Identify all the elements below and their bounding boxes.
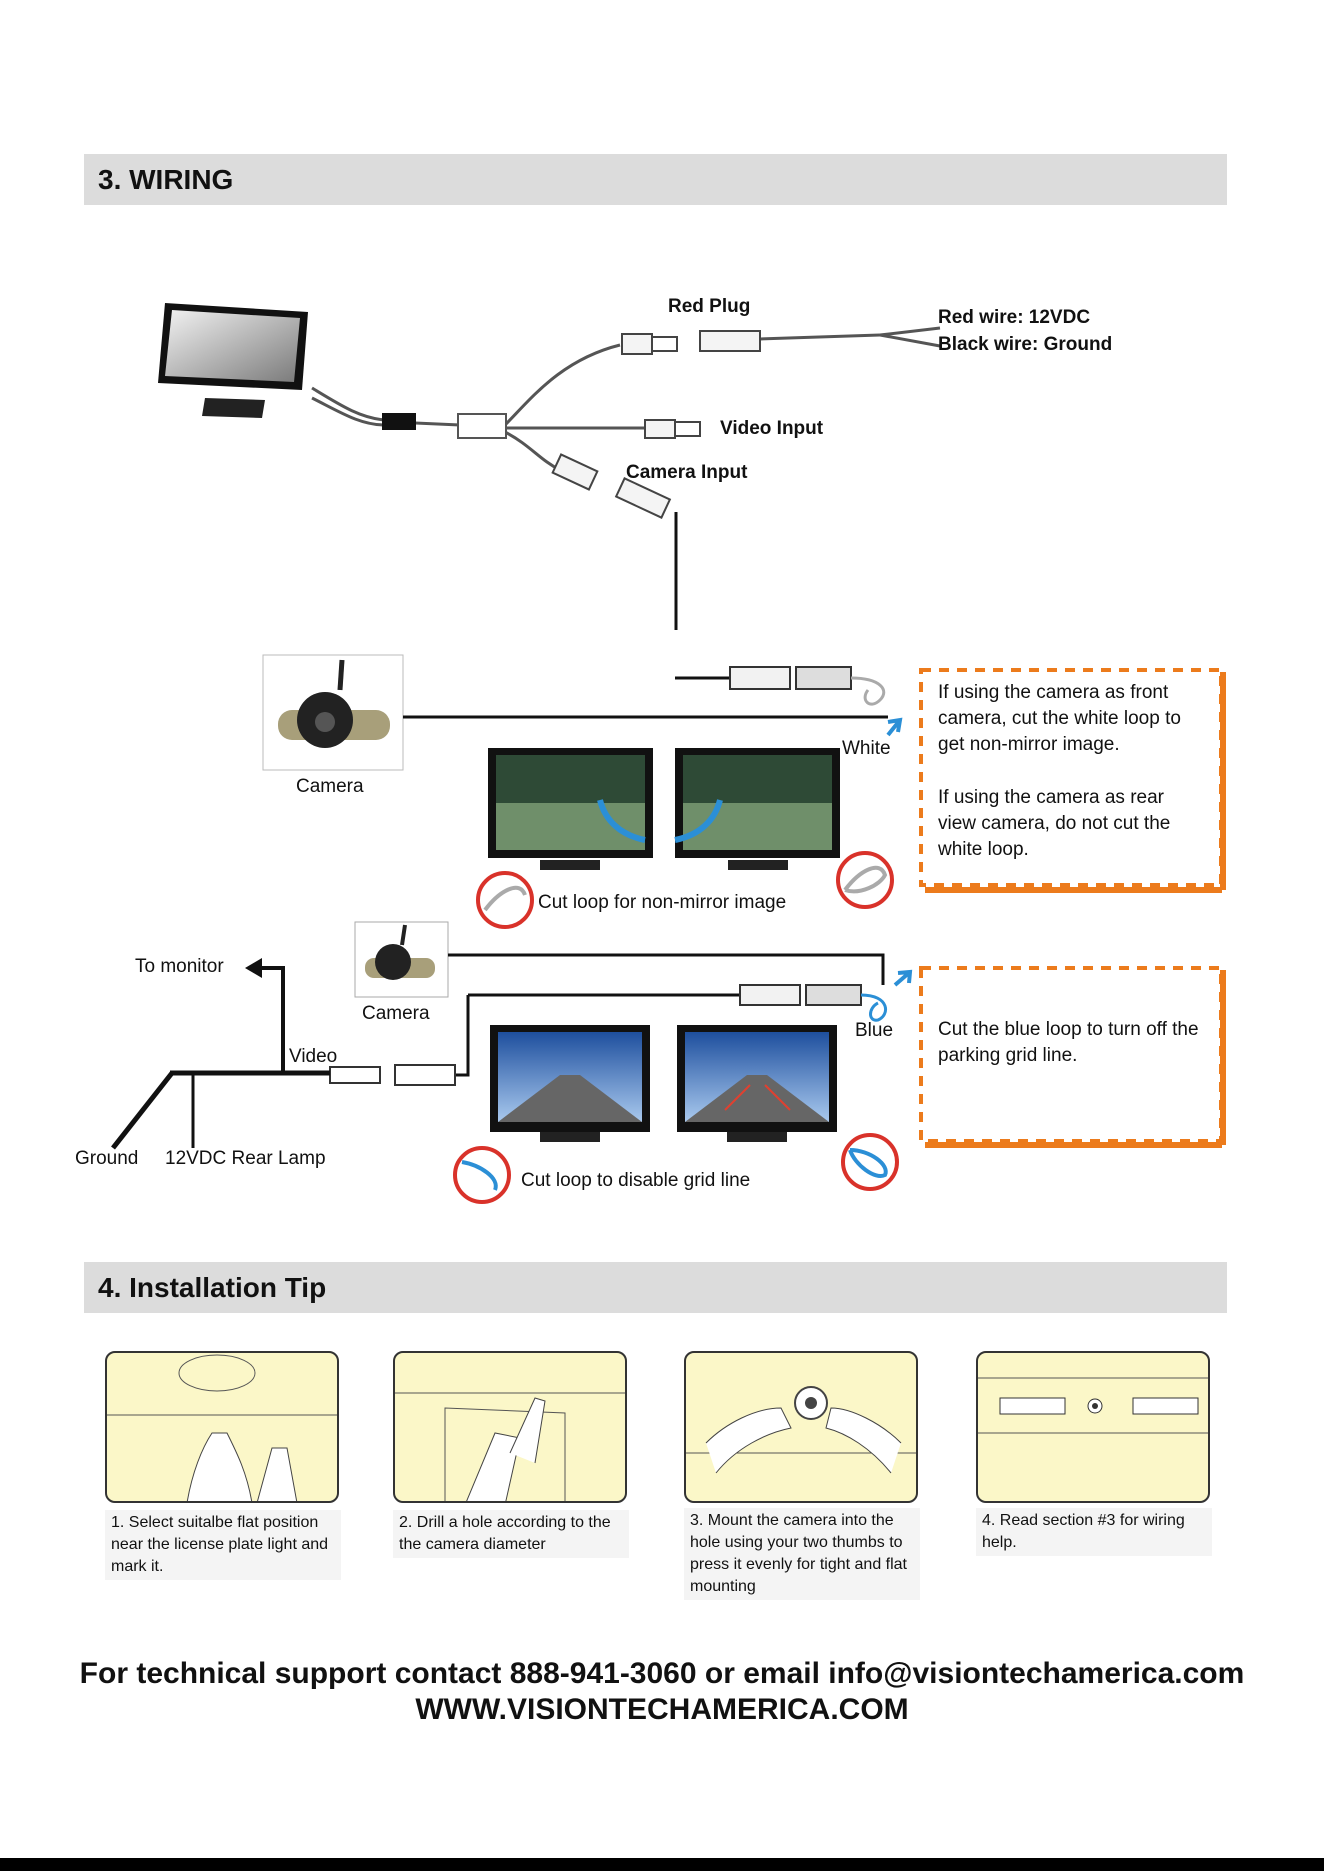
flip-arrow-icon [597, 799, 646, 843]
video-label: Video [289, 1046, 338, 1067]
step-2-text: 2. Drill a hole according to the the cam… [393, 1510, 629, 1558]
camera-input-label: Camera Input [626, 462, 748, 483]
uncut-loop-blue-icon [841, 1133, 899, 1191]
camera-icon [278, 659, 390, 748]
camera-label-2: Camera [362, 1003, 430, 1024]
cut-loop-grid-label: Cut loop to disable grid line [521, 1170, 751, 1191]
camera-icon-2 [365, 924, 435, 980]
blue-label: Blue [855, 1020, 894, 1041]
monitor-mirror-right [675, 748, 840, 870]
arrow-icon [886, 717, 903, 737]
camera-input-connector [551, 453, 672, 519]
ferrite-icon [382, 413, 416, 430]
white-loop-icon [850, 676, 886, 706]
monitor-icon [158, 303, 308, 418]
blue-loop-icon [860, 993, 888, 1022]
to-monitor-arrow-icon [245, 958, 262, 978]
step-1-text: 1. Select suitalbe flat position near th… [105, 1510, 341, 1580]
step-4-text: 4. Read section #3 for wiring help. [976, 1508, 1212, 1556]
ground-label: Ground [75, 1148, 139, 1169]
support-contact: For technical support contact 888-941-30… [79, 1657, 1245, 1690]
bottom-border [0, 1858, 1324, 1871]
step-3-image [684, 1351, 918, 1503]
wiring-heading: 3. WIRING [84, 154, 1227, 205]
camera-connector-blue [739, 984, 862, 1006]
to-monitor-label: To monitor [135, 956, 224, 977]
cut-loop-blue-icon [453, 1146, 511, 1204]
video-connector [329, 1064, 456, 1086]
camera-label-1: Camera [296, 776, 364, 797]
red-wire-label: Red wire: 12VDC [938, 307, 1091, 328]
step-1-image [105, 1351, 339, 1503]
red-plug-connectors [621, 330, 761, 355]
note-blue: Cut the blue loop to turn off the parkin… [938, 1019, 1199, 1066]
rear-lamp-label: 12VDC Rear Lamp [165, 1148, 326, 1169]
camera-connector-white [729, 666, 852, 690]
step-4-image [976, 1351, 1210, 1503]
white-label: White [842, 738, 891, 759]
monitor-grid-right [677, 1025, 837, 1142]
splitter-icon [457, 413, 507, 439]
monitor-mirror-left [488, 748, 653, 870]
cut-loop-white-icon [476, 871, 534, 929]
cut-loop-mirror-label: Cut loop for non-mirror image [538, 892, 787, 913]
note-white-p1: If using the camera as front camera, cut… [938, 682, 1181, 755]
monitor-grid-left [490, 1025, 650, 1142]
black-wire-label: Black wire: Ground [938, 334, 1113, 355]
video-input-label: Video Input [720, 418, 824, 439]
installation-heading: 4. Installation Tip [84, 1262, 1227, 1313]
website: WWW.VISIONTECHAMERICA.COM [415, 1693, 909, 1726]
red-plug-label: Red Plug [668, 296, 751, 317]
step-2-image [393, 1351, 627, 1503]
note-white-p2: If using the camera as rear view camera,… [938, 787, 1171, 860]
note-white-frame [919, 668, 1223, 887]
video-input-connector [644, 419, 701, 439]
step-3-text: 3. Mount the camera into the hole using … [684, 1508, 920, 1600]
wiring-diagram [111, 303, 1226, 1204]
